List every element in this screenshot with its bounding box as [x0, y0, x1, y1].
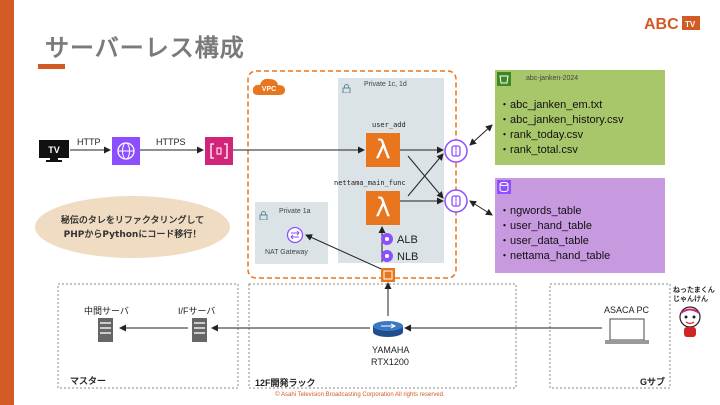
asaca-pc-label: ASACA PC [604, 305, 650, 315]
migration-note-text: 秘伝のタレをリファクタリングして PHPからPythonにコード移行！ [35, 214, 230, 242]
list-item: ・user_data_table [499, 235, 589, 247]
mascot-line2: じゃんけん [673, 295, 708, 303]
page-title: サーバーレス構成 [45, 34, 245, 62]
mascot-icon [676, 305, 704, 341]
database-box [495, 178, 665, 273]
lock-icon [259, 211, 268, 221]
cloudfront-icon [112, 137, 140, 165]
lambda-user-add-label: user_add [372, 121, 406, 129]
master-zone [57, 283, 239, 389]
private-sub-header [259, 207, 268, 225]
list-item: ・abc_janken_em.txt [499, 99, 603, 111]
logo-text: ABC [644, 16, 679, 33]
middle-server-icon [98, 318, 113, 342]
lambda-icon: λ [375, 135, 391, 165]
list-item: ・nettama_hand_table [499, 250, 611, 262]
nat-gateway-label: NAT Gateway [265, 249, 308, 256]
dev-rack-label: 12F開発ラック [255, 378, 316, 388]
list-item: ・abc_janken_history.csv [499, 114, 624, 126]
dev-rack-zone [248, 283, 517, 389]
vpc-label: VPC [262, 86, 276, 93]
tv-icon: TV [38, 139, 70, 163]
mascot-title: ねったまくん じゃんけん [673, 286, 715, 304]
s3-bucket-icon [497, 72, 511, 86]
vpc-endpoint-s3-icon [443, 138, 469, 164]
gsub-label: Gサブ [640, 377, 666, 387]
abc-tv-logo: ABC TV [642, 10, 704, 36]
vpc-badge: VPC [252, 75, 286, 99]
private-main-header [342, 80, 351, 98]
list-item: ・rank_today.csv [499, 129, 584, 141]
router-icon [372, 318, 404, 338]
master-zone-label: マスター [70, 376, 107, 386]
laptop-icon [604, 318, 650, 346]
private-sub-label: Private 1a [279, 208, 311, 215]
tv-label: TV [48, 145, 60, 155]
private-subnet-main [338, 78, 444, 263]
router-name: RTX1200 [371, 357, 409, 367]
if-server-label: I/Fサーバ [178, 306, 216, 316]
list-item: ・rank_total.csv [499, 144, 578, 156]
nat-gateway-icon [286, 226, 304, 244]
nlb-label: NLB [397, 251, 419, 263]
title-underline [38, 64, 65, 69]
s3-bucket-name: abc-janken-2024 [526, 75, 579, 82]
router-model: YAMAHA [372, 345, 410, 355]
database-icon [497, 180, 511, 194]
https-label: HTTPS [156, 137, 186, 147]
lock-icon [342, 84, 351, 94]
api-gateway-icon [205, 137, 233, 165]
vpc-endpoint-db-icon [443, 188, 469, 214]
middle-server-label: 中間サーバ [84, 306, 129, 316]
lambda-nettama-main-func: λ [366, 191, 400, 225]
vpc-boundary [247, 70, 457, 279]
s3-file-list: ・abc_janken_em.txt ・abc_janken_history.c… [499, 98, 624, 158]
vpn-gateway-icon [381, 268, 395, 282]
private-main-label: Private 1c, 1d [364, 81, 407, 88]
s3-bucket-box [495, 70, 665, 165]
mascot-line1: ねったまくん [673, 286, 715, 294]
if-server-icon [192, 318, 207, 342]
lambda-user-add: λ [366, 133, 400, 167]
copyright: © Asahi Television Broadcasting Corporat… [275, 392, 445, 398]
migration-note [35, 196, 230, 258]
nlb-icon [380, 249, 394, 263]
migration-note-line1: 秘伝のタレをリファクタリングして [60, 216, 205, 226]
http-label: HTTP [77, 137, 101, 147]
alb-icon [380, 232, 394, 246]
gsub-zone [549, 283, 671, 389]
list-item: ・user_hand_table [499, 220, 592, 232]
lambda-icon: λ [375, 193, 391, 223]
list-item: ・ngwords_table [499, 205, 582, 217]
lambda-nettama-label: nettama_main_func [334, 179, 406, 187]
migration-note-line2: PHPからPythonにコード移行！ [63, 230, 202, 240]
accent-bar [0, 0, 14, 405]
database-table-list: ・ngwords_table ・user_hand_table ・user_da… [499, 204, 610, 264]
alb-label: ALB [397, 234, 418, 246]
logo-sub: TV [685, 20, 696, 29]
